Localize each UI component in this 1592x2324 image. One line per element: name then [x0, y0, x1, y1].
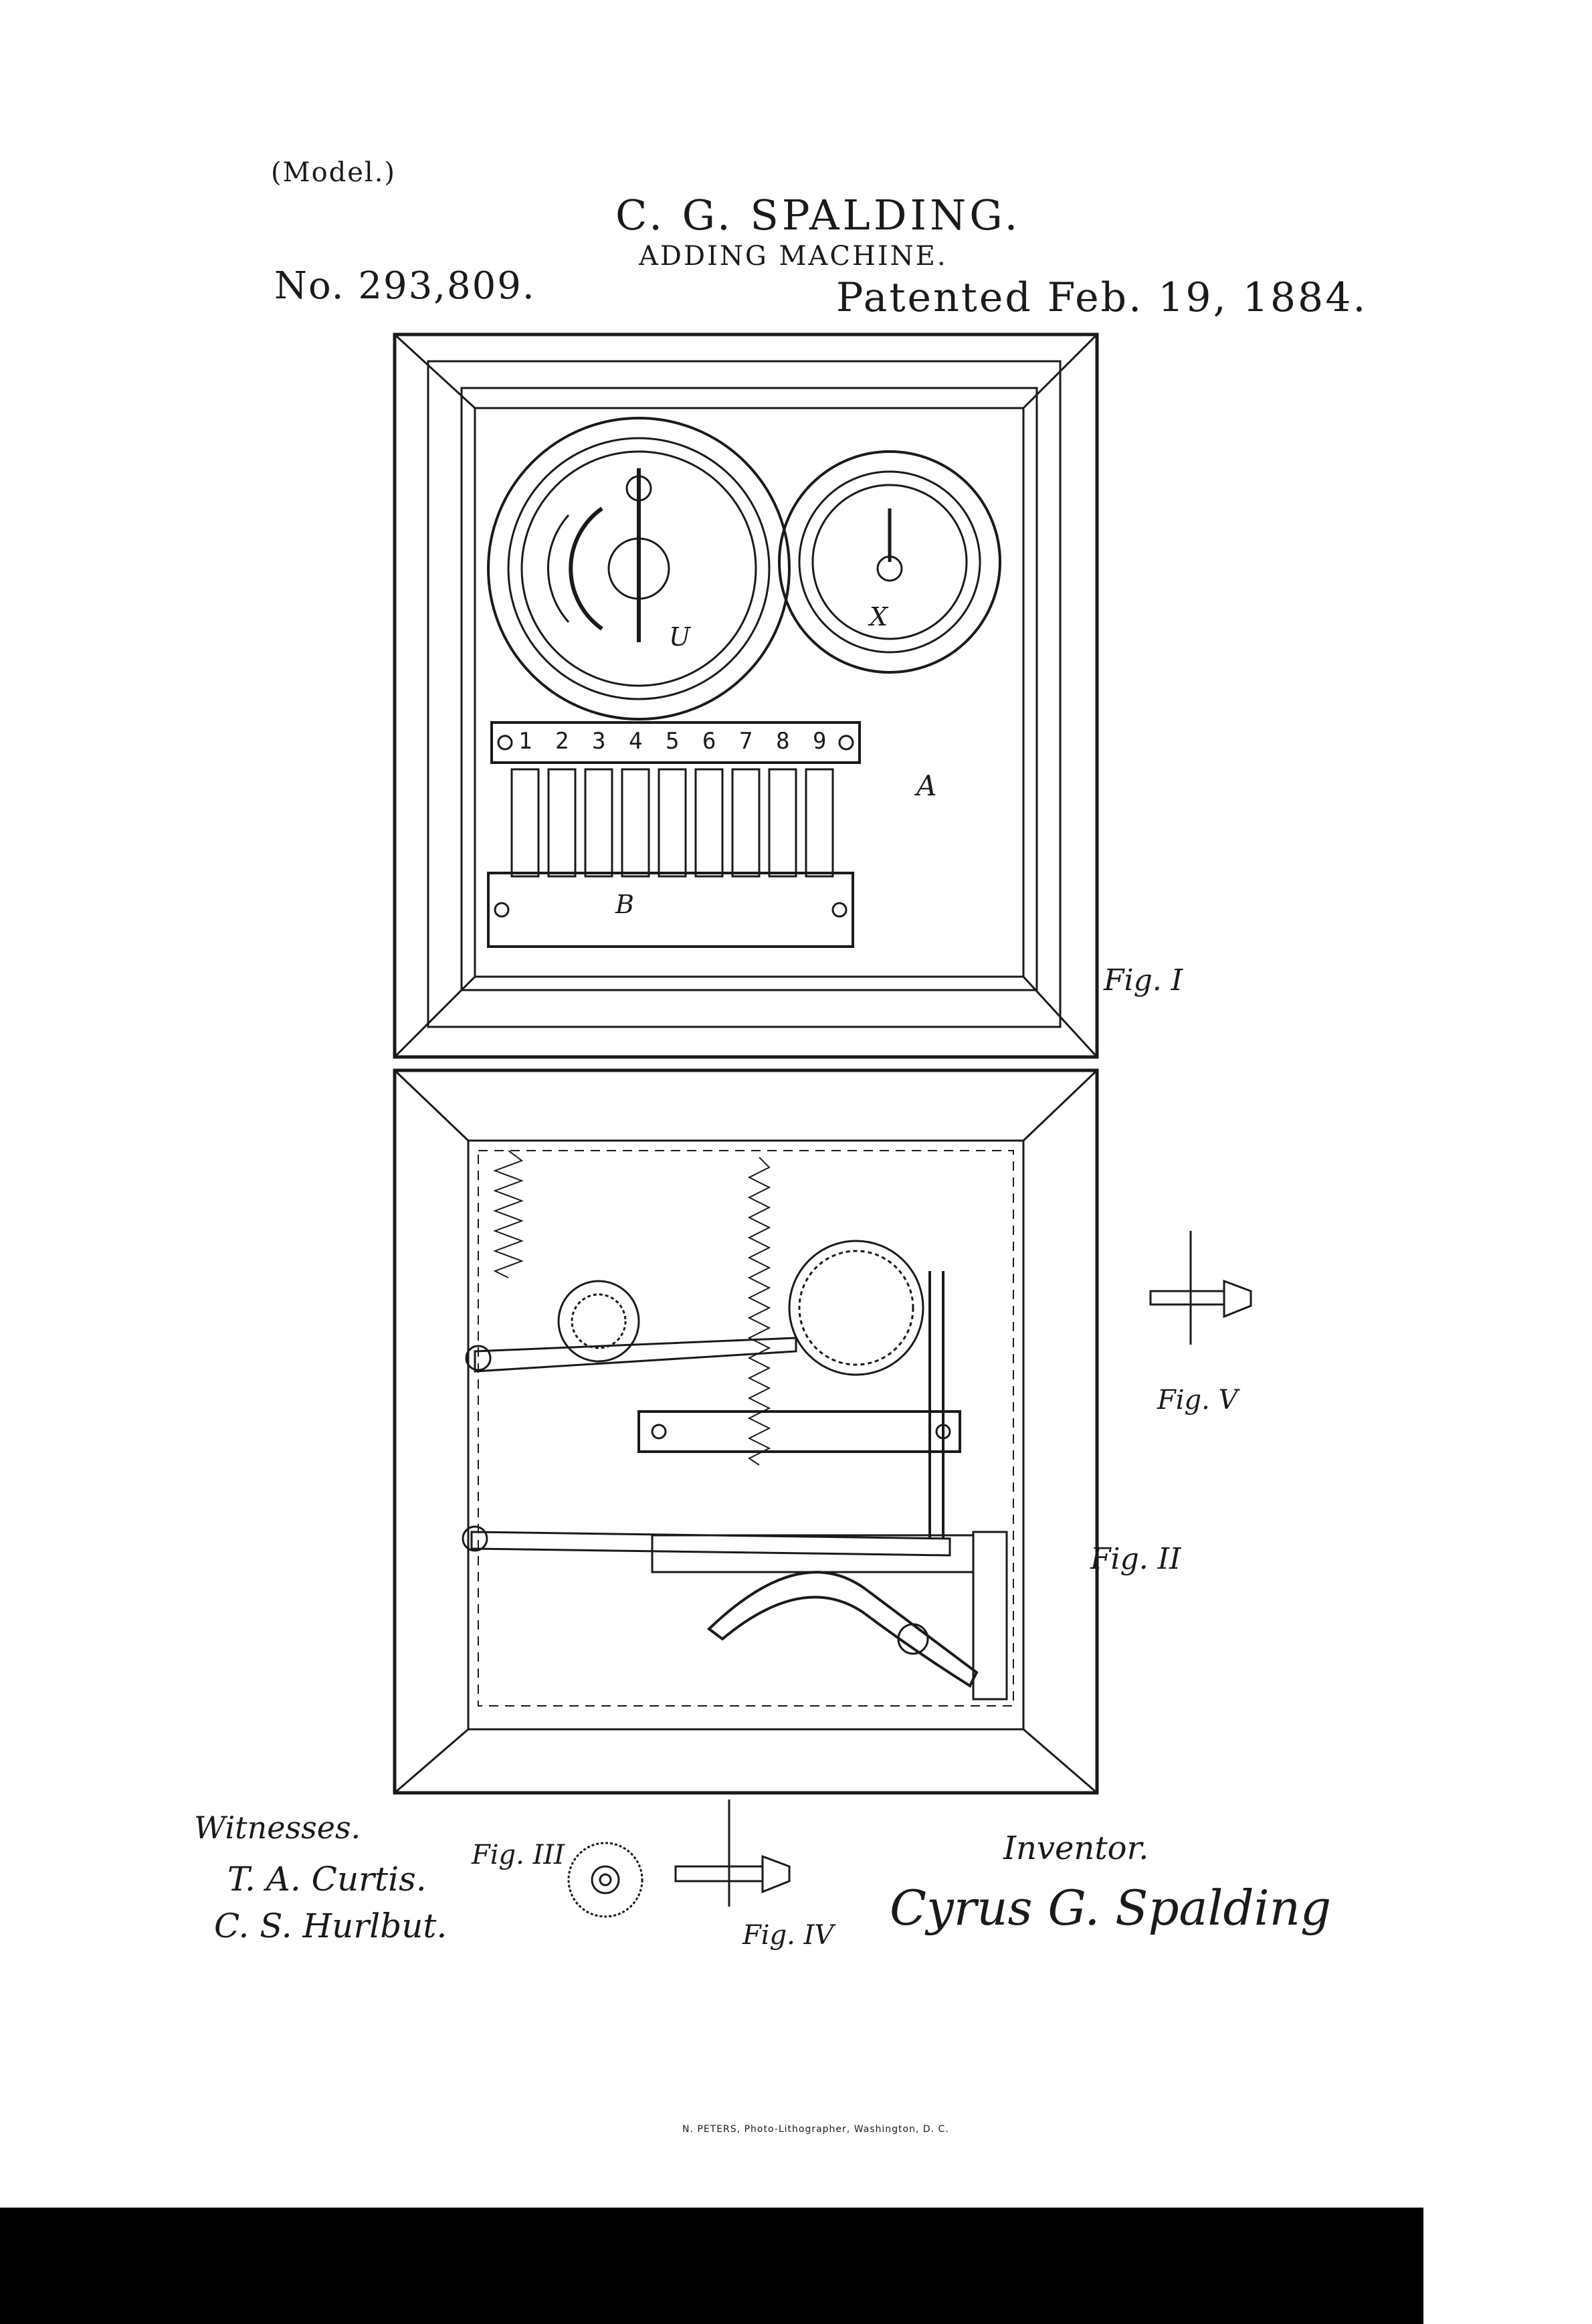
key-number: 8	[776, 728, 790, 755]
key-number: 4	[629, 728, 643, 755]
fig1-part-x: X	[870, 602, 888, 632]
key-number: 5	[666, 728, 680, 755]
fig1-drawing	[393, 332, 1099, 1059]
witness-signature-2: C. S. Hurlbut.	[214, 1907, 447, 1945]
key-number: 2	[555, 728, 569, 755]
fig3-drawing	[567, 1842, 643, 1918]
fig2-drawing	[393, 1068, 1099, 1795]
key-number: 7	[739, 728, 753, 755]
fig4-label: Fig. IV	[742, 1920, 834, 1951]
witness-signature-1: T. A. Curtis.	[227, 1860, 427, 1899]
fig1-part-b: B	[615, 890, 634, 919]
fig1-label: Fig. I	[1104, 963, 1183, 997]
lithographer-credit: N. PETERS, Photo-Lithographer, Washingto…	[682, 2124, 949, 2135]
key-number: 3	[592, 728, 606, 755]
fig5-drawing	[1149, 1231, 1252, 1345]
key-number: 9	[813, 728, 827, 755]
fig5-label: Fig. V	[1157, 1385, 1238, 1416]
fig1-part-a: A	[916, 769, 937, 802]
patent-number: No. 293,809.	[274, 264, 536, 308]
scan-edge-bar	[0, 2208, 1423, 2324]
key-number: 1	[518, 728, 532, 755]
fig3-label: Fig. III	[472, 1840, 565, 1870]
key-number: 6	[702, 728, 716, 755]
model-label: (Model.)	[271, 157, 397, 188]
witnesses-label: Witnesses.	[194, 1810, 361, 1846]
inventor-label: Inventor.	[1003, 1830, 1149, 1867]
inventor-signature: Cyrus G. Spalding	[890, 1880, 1332, 1936]
inventor-name-header: C. G. SPALDING.	[615, 191, 1021, 239]
patent-date: Patented Feb. 19, 1884.	[836, 274, 1368, 321]
fig4-drawing	[674, 1800, 791, 1907]
fig2-label: Fig. II	[1090, 1542, 1181, 1576]
patent-title: ADDING MACHINE.	[639, 241, 948, 272]
fig1-part-u: U	[669, 622, 691, 652]
